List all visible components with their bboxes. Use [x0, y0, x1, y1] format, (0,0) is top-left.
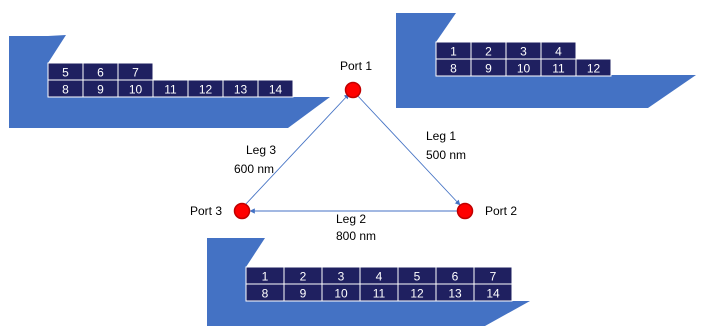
container-number: 6 [452, 270, 459, 284]
container-number: 11 [552, 62, 565, 76]
container-number: 14 [269, 83, 283, 97]
ship-a-hull [9, 35, 330, 128]
container-number: 9 [485, 62, 492, 76]
container-number: 5 [414, 270, 421, 284]
ship-a-top-row: 5 6 7 [47, 62, 154, 81]
container-number: 8 [62, 83, 69, 97]
ship-c-hull [207, 238, 530, 326]
container-number: 1 [450, 45, 457, 59]
container-number: 4 [555, 45, 562, 59]
ship-a-bottom-row: 8 9 10 11 12 13 14 [47, 79, 294, 98]
container-number: 12 [199, 83, 213, 97]
container-number: 1 [262, 270, 269, 284]
container-number: 8 [450, 62, 457, 76]
container-number: 10 [334, 287, 348, 301]
container-number: 3 [520, 45, 527, 59]
container-number: 6 [97, 66, 104, 80]
port-2-marker [456, 202, 474, 220]
container-number: 9 [97, 83, 104, 97]
port-3-label: Port 3 [190, 204, 222, 218]
container-box [575, 58, 612, 77]
container-number: 2 [485, 45, 492, 59]
container-number: 7 [132, 66, 139, 80]
leg-3-name: Leg 3 [246, 143, 276, 157]
route-leg-1 [355, 93, 461, 206]
container-number: 3 [338, 270, 345, 284]
container-number: 14 [486, 287, 500, 301]
container-number: 2 [300, 270, 307, 284]
container-number: 4 [376, 270, 383, 284]
container-number: 13 [448, 287, 462, 301]
port-2-label: Port 2 [485, 204, 517, 218]
leg-3-distance: 600 nm [234, 162, 274, 176]
container-number: 8 [262, 287, 269, 301]
container-number: 7 [490, 270, 497, 284]
port-1-marker [344, 81, 362, 99]
ship-b-bottom-row: 8 9 10 11 12 [435, 58, 612, 77]
container-number: 13 [234, 83, 248, 97]
route-leg-3 [244, 93, 350, 206]
container-number: 12 [410, 287, 424, 301]
container-number: 10 [129, 83, 143, 97]
leg-1-distance: 500 nm [426, 148, 466, 162]
ship-c-bottom-row: 8 9 10 11 12 13 14 [245, 283, 513, 302]
container-box [257, 79, 294, 98]
ship-a: 5 6 7 8 9 10 11 12 13 14 [9, 35, 330, 128]
container-number: 10 [517, 62, 531, 76]
container-number: 11 [164, 83, 177, 97]
container-number: 12 [587, 62, 601, 76]
leg-2-distance: 800 nm [336, 229, 376, 243]
leg-1-name: Leg 1 [426, 129, 456, 143]
port-3-marker [233, 202, 251, 220]
container-box [473, 283, 513, 302]
container-number: 9 [300, 287, 307, 301]
port-1-label: Port 1 [340, 59, 372, 73]
leg-2-name: Leg 2 [336, 212, 366, 226]
ship-b-hull [396, 13, 696, 108]
ship-c-top-row: 1 2 3 4 5 6 7 [245, 266, 513, 285]
container-number: 11 [373, 287, 386, 301]
ship-b-top-row: 1 2 3 4 [435, 41, 577, 60]
container-number: 5 [62, 66, 69, 80]
